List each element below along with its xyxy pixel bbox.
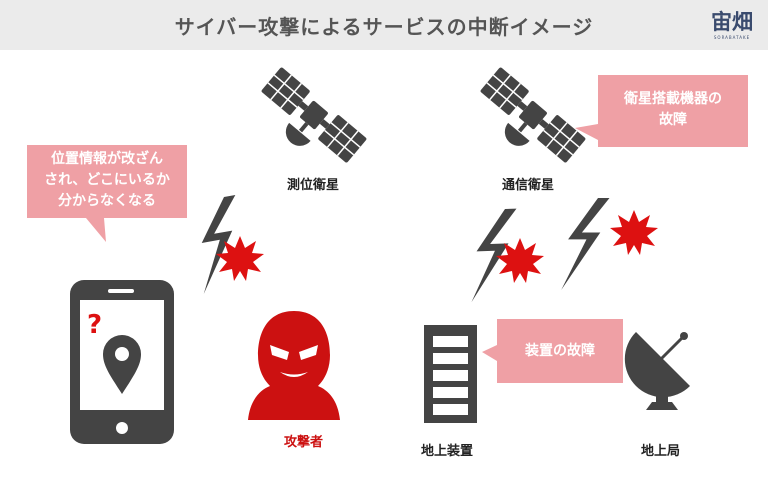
positioning-satellite-label: 測位衛星 bbox=[287, 178, 340, 193]
header-bar: サイバー攻撃によるサービスの中断イメージ 宙畑 SORABATAKE bbox=[0, 0, 768, 50]
callout-line: され、どこにいるか bbox=[44, 172, 170, 188]
positioning-satellite-icon bbox=[247, 65, 368, 180]
map-pin-icon bbox=[103, 335, 141, 394]
callout-tail bbox=[575, 124, 598, 140]
ground-equipment-label: 地上装置 bbox=[421, 444, 474, 459]
callout-line: 衛星搭載機器の bbox=[624, 91, 722, 107]
comm-satellite-label: 通信衛星 bbox=[502, 178, 555, 193]
burst-icon bbox=[610, 210, 658, 255]
question-mark-icon: ? bbox=[87, 310, 102, 340]
callout-line: 故障 bbox=[659, 112, 687, 128]
callout-line: 位置情報が改ざん bbox=[51, 151, 163, 167]
onboard-failure-callout: 衛星搭載機器の 故障 bbox=[598, 75, 748, 147]
equipment-failure-callout: 装置の故障 bbox=[497, 319, 623, 383]
logo: 宙畑 SORABATAKE bbox=[702, 6, 762, 44]
attacker-label: 攻撃者 bbox=[284, 435, 324, 450]
server-icon bbox=[424, 325, 477, 423]
callout-line: 分からなくなる bbox=[58, 193, 156, 209]
satellite-dish-icon bbox=[624, 332, 690, 410]
callout-tail bbox=[482, 345, 497, 361]
logo-subtext: SORABATAKE bbox=[713, 35, 751, 40]
page-title: サイバー攻撃によるサービスの中断イメージ bbox=[174, 15, 594, 39]
lightning-icon bbox=[561, 198, 610, 290]
logo-text: 宙畑 bbox=[711, 9, 753, 34]
callout-tail bbox=[86, 218, 106, 242]
smartphone-icon: ? bbox=[70, 280, 174, 444]
ground-station-label: 地上局 bbox=[641, 444, 681, 459]
hacker-icon bbox=[248, 311, 340, 420]
callout-line: 装置の故障 bbox=[525, 343, 595, 359]
position-tampered-callout: 位置情報が改ざん され、どこにいるか 分からなくなる bbox=[27, 145, 187, 218]
comm-satellite-icon bbox=[466, 65, 587, 180]
